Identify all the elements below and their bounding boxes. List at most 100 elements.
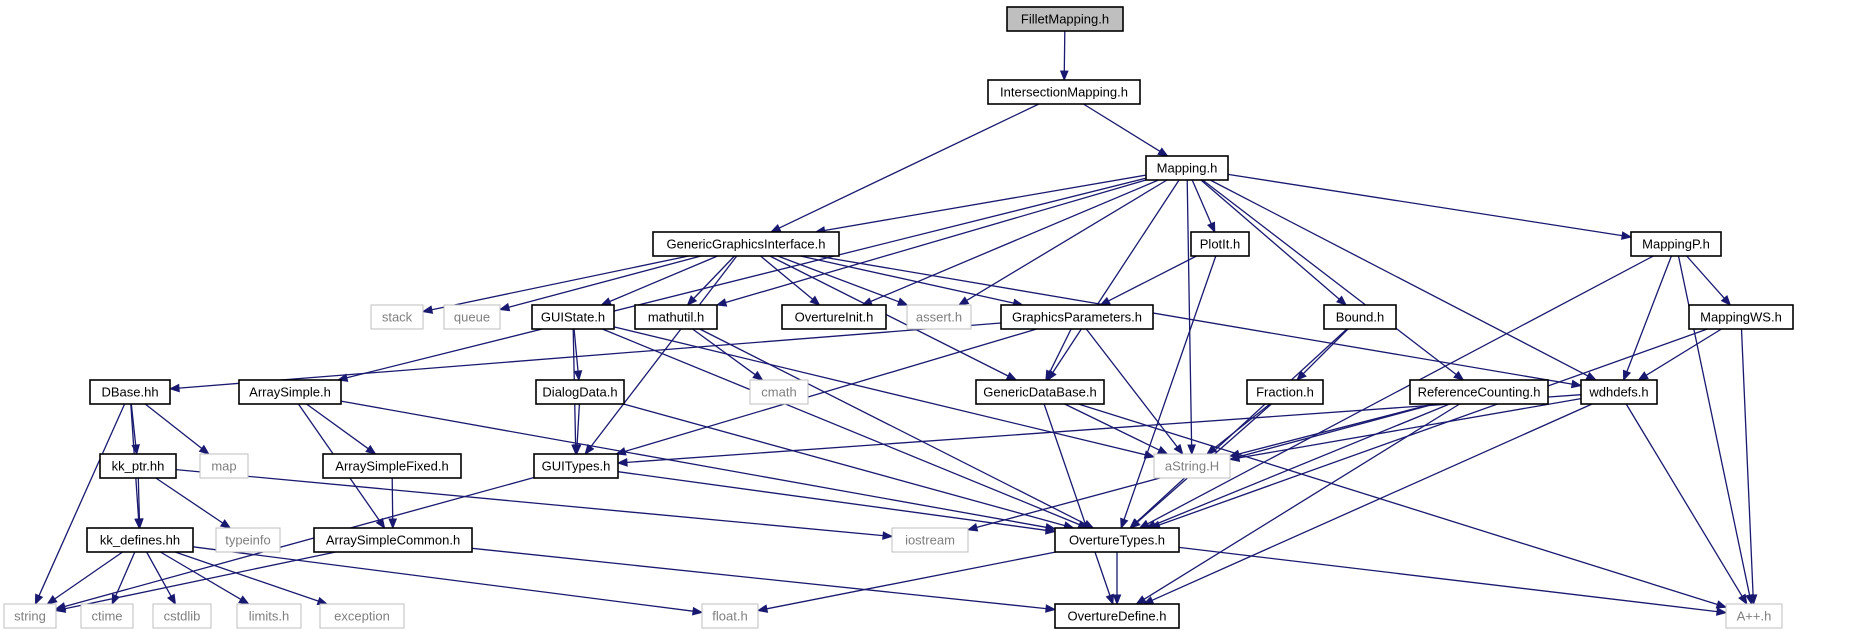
node-fillet[interactable]: FilletMapping.h — [1006, 6, 1124, 32]
node-kkdefines[interactable]: kk_defines.hh — [86, 527, 194, 553]
edge-line — [1227, 173, 1623, 237]
node-intersection[interactable]: IntersectionMapping.h — [987, 79, 1141, 105]
node-arraysimple[interactable]: ArraySimple.h — [238, 379, 342, 405]
arrowhead-icon — [1045, 369, 1054, 382]
edge-line — [692, 328, 756, 376]
arrowhead-icon — [692, 606, 704, 616]
node-box — [535, 379, 625, 405]
arrowhead-icon — [1059, 70, 1069, 82]
edge-line — [623, 403, 1065, 527]
edge-line — [699, 328, 1086, 525]
edge-line — [174, 551, 319, 602]
edge-dbase-to-string — [34, 403, 126, 606]
node-ggi[interactable]: GenericGraphicsInterface.h — [652, 231, 840, 257]
node-overturedefine[interactable]: OvertureDefine.h — [1054, 603, 1180, 629]
edge-kkptr-to-kkdefines — [135, 477, 144, 530]
node-arraysimplefixed[interactable]: ArraySimpleFixed.h — [322, 453, 462, 479]
arrowhead-icon — [1585, 371, 1598, 381]
arrowhead-icon — [957, 296, 970, 306]
edge-mapping-to-wdhdefs — [1209, 179, 1598, 381]
arrowhead-icon — [616, 458, 628, 467]
edge-line — [1200, 179, 1340, 300]
edge-line — [870, 179, 1159, 303]
node-mapping[interactable]: Mapping.h — [1145, 155, 1229, 181]
node-box — [99, 453, 177, 479]
edge-mappingp-to-overturetypes — [1138, 255, 1654, 529]
node-kkptr[interactable]: kk_ptr.hh — [99, 453, 177, 479]
arrowhead-icon — [219, 519, 232, 529]
node-label: cmath — [761, 385, 796, 400]
node-dialogdata[interactable]: DialogData.h — [535, 379, 625, 405]
node-float: float.h — [701, 603, 759, 629]
edge-wdhdefs-to-guitypes — [616, 394, 1582, 467]
node-label: string — [14, 609, 46, 624]
edge-kkptr-to-iostream — [175, 468, 894, 540]
node-box — [634, 304, 718, 330]
edge-line — [576, 403, 581, 446]
node-box — [1145, 155, 1229, 181]
node-genericdatabase[interactable]: GenericDataBase.h — [975, 379, 1105, 405]
edge-kkdefines-to-cstdlib — [146, 551, 177, 606]
node-fraction[interactable]: Fraction.h — [1246, 379, 1324, 405]
node-box — [319, 603, 405, 629]
node-label: float.h — [712, 609, 747, 624]
node-box — [652, 231, 840, 257]
node-cstdlib: cstdlib — [152, 603, 212, 629]
node-label: typeinfo — [225, 533, 271, 548]
arrowhead-icon — [600, 297, 612, 306]
edge-graphicsparams-to-astring — [1085, 328, 1184, 456]
node-overturetypes[interactable]: OvertureTypes.h — [1054, 527, 1180, 553]
node-label: Mapping.h — [1157, 161, 1218, 176]
node-arraysimplecommon[interactable]: ArraySimpleCommon.h — [313, 527, 473, 553]
edge-mapping-to-genericdatabase — [1047, 179, 1180, 382]
arrowhead-icon — [1005, 371, 1018, 381]
edge-dialogdata-to-overturetypes — [623, 403, 1075, 530]
edge-line — [766, 551, 1057, 610]
edge-line — [800, 255, 1014, 304]
arrowhead-icon — [1045, 604, 1057, 613]
node-overtureinit[interactable]: OvertureInit.h — [781, 304, 887, 330]
node-guistate[interactable]: GUIState.h — [531, 304, 615, 330]
node-mappingws[interactable]: MappingWS.h — [1688, 304, 1794, 330]
node-box — [1000, 304, 1154, 330]
node-plotit[interactable]: PlotIt.h — [1190, 231, 1250, 257]
edge-mapping-to-bound — [1200, 179, 1348, 306]
edge-line — [1063, 30, 1066, 72]
node-mappingp[interactable]: MappingP.h — [1630, 231, 1722, 257]
edge-line — [1686, 255, 1725, 299]
arrowhead-icon — [882, 531, 894, 540]
node-label: ctime — [91, 609, 122, 624]
node-box — [152, 603, 212, 629]
node-guitypes[interactable]: GUITypes.h — [533, 453, 619, 479]
arrowhead-icon — [572, 444, 582, 456]
edge-line — [1052, 179, 1180, 373]
edge-line — [1158, 328, 1708, 526]
node-label: DialogData.h — [542, 385, 617, 400]
edge-ggi-to-guitypes — [584, 255, 738, 456]
edge-mapping-to-assert — [957, 179, 1168, 306]
arrowhead-icon — [198, 444, 210, 455]
edge-line — [1645, 328, 1722, 376]
edge-line — [346, 177, 1147, 379]
node-mathutil[interactable]: mathutil.h — [634, 304, 718, 330]
arrowhead-icon — [1105, 593, 1114, 606]
node-label: iostream — [905, 533, 955, 548]
node-label: Fraction.h — [1256, 385, 1314, 400]
node-graphicsparams[interactable]: GraphicsParameters.h — [1000, 304, 1154, 330]
edge-mappingws-to-wdhdefs — [1637, 328, 1722, 381]
node-astring: aString.H — [1153, 453, 1231, 479]
node-dbase[interactable]: DBase.hh — [89, 379, 171, 405]
edge-line — [1064, 403, 1160, 451]
node-stack: stack — [370, 304, 424, 330]
edge-ggi-to-queue — [498, 255, 702, 312]
node-label: DBase.hh — [101, 385, 158, 400]
node-wdhdefs[interactable]: wdhdefs.h — [1580, 379, 1658, 405]
edge-line — [626, 394, 1582, 464]
node-label: ArraySimple.h — [249, 385, 331, 400]
arrowhead-icon — [1045, 525, 1057, 535]
arrowhead-icon — [769, 224, 782, 233]
arrowhead-icon — [1453, 370, 1465, 381]
node-bound[interactable]: Bound.h — [1323, 304, 1397, 330]
node-refcounting[interactable]: ReferenceCounting.h — [1409, 379, 1549, 405]
